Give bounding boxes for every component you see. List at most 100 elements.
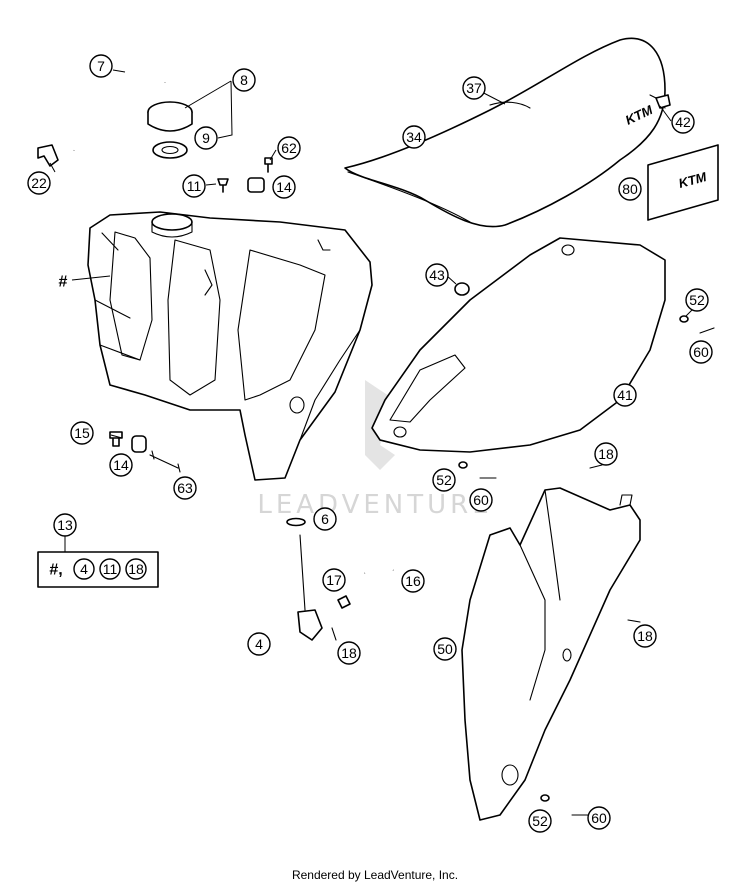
svg-text:18: 18 xyxy=(128,561,144,577)
side-panel-right xyxy=(371,237,666,453)
kit-item-4: 4 xyxy=(73,558,95,580)
svg-text:60: 60 xyxy=(693,344,709,360)
svg-text:4: 4 xyxy=(255,636,263,652)
callout-41: 41 xyxy=(613,383,637,407)
callout-18c: 18 xyxy=(633,624,657,648)
svg-text:41: 41 xyxy=(617,387,633,403)
svg-text:37: 37 xyxy=(466,80,482,96)
callout-16: 16 xyxy=(401,569,425,593)
callout-6: 6 xyxy=(313,507,337,531)
grommet-43 xyxy=(454,282,470,296)
svg-text:14: 14 xyxy=(113,457,129,473)
svg-text:52: 52 xyxy=(532,813,548,829)
spacer-14b xyxy=(131,435,147,453)
callout-60a: 60 xyxy=(689,340,713,364)
fuel-tap xyxy=(297,609,323,641)
callout-63: 63 xyxy=(173,476,197,500)
screw-60a xyxy=(699,327,715,334)
svg-text:16: 16 xyxy=(405,573,421,589)
callout-62: 62 xyxy=(277,136,301,160)
svg-text:34: 34 xyxy=(406,129,422,145)
svg-text:18: 18 xyxy=(637,628,653,644)
seat-bracket xyxy=(655,94,671,109)
callout-60b: 60 xyxy=(469,488,493,512)
screw-11 xyxy=(217,178,229,193)
callout-50: 50 xyxy=(433,637,457,661)
callout-7: 7 xyxy=(89,54,113,78)
callout-80: 80 xyxy=(618,177,642,201)
washer-52a xyxy=(679,315,689,323)
decal-brand-logo: KTM xyxy=(677,169,709,191)
callout-22: 22 xyxy=(27,171,51,195)
tank-marker-leader xyxy=(71,275,111,281)
svg-text:8: 8 xyxy=(240,72,248,88)
callout-42: 42 xyxy=(671,110,695,134)
footer-credit: Rendered by LeadVenture, Inc. xyxy=(291,868,459,882)
seat: KTM xyxy=(344,37,666,228)
svg-text:60: 60 xyxy=(591,810,607,826)
callout-17: 17 xyxy=(322,568,346,592)
callout-15: 15 xyxy=(70,421,94,445)
callout-52b: 52 xyxy=(432,468,456,492)
tank-marker: # xyxy=(59,274,68,291)
callout-8: 8 xyxy=(232,68,256,92)
screw-18b xyxy=(331,627,337,641)
callout-52c: 52 xyxy=(528,809,552,833)
fuel-hose-16-inner xyxy=(363,564,395,576)
callout-43: 43 xyxy=(425,263,449,287)
elbow-fitting xyxy=(37,144,59,167)
svg-text:17: 17 xyxy=(326,572,342,588)
svg-text:60: 60 xyxy=(473,492,489,508)
svg-text:62: 62 xyxy=(281,140,297,156)
kit-item-11: 11 xyxy=(99,558,121,580)
bolt-63 xyxy=(149,450,181,473)
fuel-cap-body xyxy=(147,111,193,132)
decal-80: KTM xyxy=(647,144,719,221)
screw-18c xyxy=(627,619,641,623)
svg-text:18: 18 xyxy=(341,645,357,661)
svg-text:42: 42 xyxy=(675,114,691,130)
svg-text:52: 52 xyxy=(436,472,452,488)
svg-text:63: 63 xyxy=(177,480,193,496)
svg-text:80: 80 xyxy=(622,181,638,197)
watermark-text: LEADVENTURE xyxy=(257,490,492,520)
callout-18a: 18 xyxy=(594,442,618,466)
washer-52c xyxy=(540,794,550,802)
callout-14a: 14 xyxy=(272,175,296,199)
fuel-tank xyxy=(87,211,373,481)
kit-prefix: #, xyxy=(49,562,62,579)
svg-text:43: 43 xyxy=(429,267,445,283)
fuel-tap-pickup xyxy=(299,534,306,611)
kit-item-18: 18 xyxy=(125,558,147,580)
svg-text:15: 15 xyxy=(74,425,90,441)
callout-11: 11 xyxy=(182,174,206,198)
svg-text:6: 6 xyxy=(321,511,329,527)
svg-text:13: 13 xyxy=(57,517,73,533)
svg-text:7: 7 xyxy=(97,58,105,74)
callout-9: 9 xyxy=(194,126,218,150)
callout-13: 13 xyxy=(53,513,77,537)
svg-text:18: 18 xyxy=(598,446,614,462)
callout-14b: 14 xyxy=(109,453,133,477)
svg-text:22: 22 xyxy=(31,175,47,191)
svg-text:50: 50 xyxy=(437,641,453,657)
washer-52b xyxy=(458,461,468,469)
svg-text:11: 11 xyxy=(103,561,118,577)
radiator-spoiler xyxy=(461,487,641,821)
screw-62 xyxy=(264,157,273,173)
svg-text:4: 4 xyxy=(80,561,88,577)
cap-gasket-hole xyxy=(161,145,179,155)
o-ring-6 xyxy=(286,517,306,527)
svg-text:52: 52 xyxy=(689,292,705,308)
svg-text:11: 11 xyxy=(187,178,202,194)
callout-34: 34 xyxy=(402,125,426,149)
spacer-14 xyxy=(247,177,265,193)
breather-hose-inner xyxy=(72,61,167,151)
screw-18a xyxy=(589,464,603,469)
svg-text:9: 9 xyxy=(202,130,210,146)
bushing-15 xyxy=(109,431,123,447)
cap-gasket xyxy=(152,141,188,159)
clip-17 xyxy=(337,595,351,609)
callout-18b: 18 xyxy=(337,641,361,665)
